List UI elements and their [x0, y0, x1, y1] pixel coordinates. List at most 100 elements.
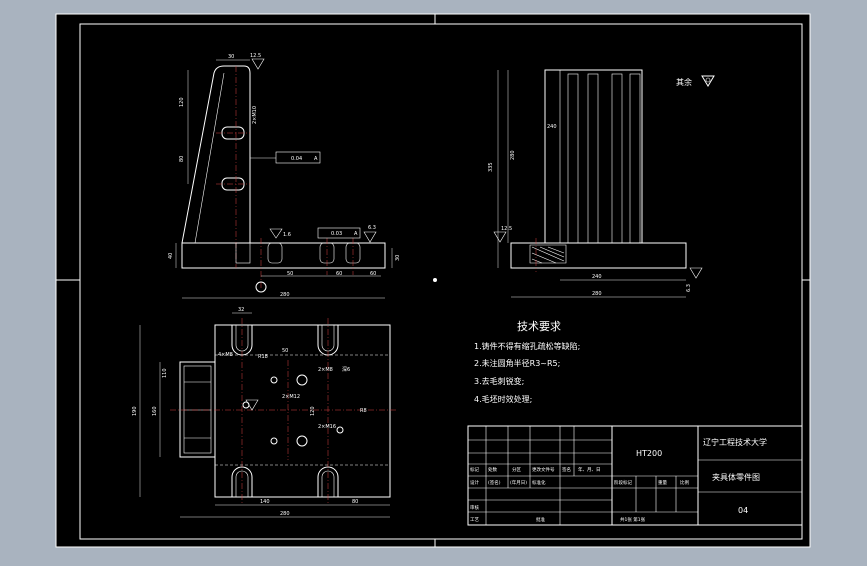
top-dim-h1: 50: [282, 348, 288, 354]
front-dim-ra-right: 6.3: [368, 225, 376, 231]
top-dim-w3: 80: [352, 499, 358, 505]
technical-notes: 技术要求 1.铸件不得有缩孔疏松等缺陷; 2.未注圆角半径R3~R5; 3.去毛…: [474, 320, 580, 404]
front-dim-top: 30: [228, 54, 234, 60]
top-hole-b: [270, 376, 278, 384]
tb-design-label-2: (签名): [488, 479, 501, 486]
note-item-2: 2.未注圆角半径R3~R5;: [474, 358, 560, 368]
side-ra-symbol: [689, 267, 703, 279]
front-slot-1: [235, 242, 251, 264]
front-dim-ra-left: 1.6: [283, 232, 291, 238]
front-dim-base-h2: 30: [395, 255, 401, 261]
top-slot-se-inner: [321, 470, 335, 497]
sheet-center-dot: [433, 278, 437, 282]
sheet-border: [55, 13, 811, 548]
tb-part-name: 夹具体零件图: [712, 472, 760, 482]
tb-row-label-6: 年、月、日: [578, 466, 601, 473]
top-hole-c: [296, 435, 308, 447]
front-dim-b1: 50: [287, 271, 293, 277]
top-dim-hole3: 2×M12: [282, 394, 300, 400]
front-tol2-ref: A: [354, 231, 358, 237]
tb-audit-label: 审核: [470, 504, 479, 511]
side-hatch: [531, 246, 565, 264]
side-view: 335 280 240 240 280 6.3 12.5 其余: [488, 69, 715, 298]
tb-row-label-5: 签名: [562, 466, 571, 473]
top-dim-h4: 110: [162, 368, 168, 378]
notes-title: 技术要求: [517, 320, 561, 333]
front-dim-h1: 120: [179, 97, 185, 107]
front-ra-left-symbol: [269, 228, 283, 239]
side-groove-4: [629, 73, 641, 244]
front-rib-line: [194, 72, 225, 244]
tb-drawing-no: 04: [738, 506, 748, 515]
inner-frame: [79, 23, 803, 540]
side-dim-ra-left: 12.5: [501, 226, 512, 232]
front-dim-ra-top: 12.5: [250, 53, 261, 59]
side-dim-total: 280: [592, 291, 602, 297]
tb-row-label-3: 分区: [512, 466, 521, 473]
front-tol1-ref: A: [314, 156, 318, 162]
side-dim-inner-label: 240: [547, 124, 557, 130]
tb-stage-label-2: 重量: [658, 479, 667, 486]
front-tol1-frame: [275, 151, 321, 164]
top-dim-r2: R8: [360, 408, 367, 414]
front-tol2: 0.03: [331, 231, 342, 237]
front-slot-2: [267, 242, 283, 264]
title-block: 标记 处数 分区 更改文件号 签名 年、月、日 设计 (签名) (年月日) 标准…: [467, 425, 803, 526]
note-item-1: 1.铸件不得有缩孔疏松等缺陷;: [474, 341, 580, 351]
front-dim-b3: 60: [370, 271, 376, 277]
tb-material: HT200: [636, 449, 662, 458]
front-dim-hole: 2×M10: [252, 106, 258, 124]
front-base-plate: [181, 242, 386, 269]
side-section: [529, 244, 567, 264]
top-hole-a: [296, 374, 308, 386]
side-dim-inner: 240: [592, 274, 602, 280]
side-dim-h: 335: [488, 162, 494, 172]
side-ra-left-symbol: [493, 231, 507, 243]
front-upright: [181, 65, 251, 244]
roughness-rest-circle: [705, 77, 711, 83]
tb-process-label: 工艺: [470, 517, 479, 523]
title-block-frame: [467, 425, 803, 526]
tb-stage-label-1: 阶段标记: [614, 479, 632, 486]
tb-design-label-1: 设计: [470, 479, 479, 486]
top-hole-d: [270, 437, 278, 445]
note-item-3: 3.去毛刺锐变;: [474, 376, 524, 386]
front-ra-top-symbol: [251, 58, 265, 70]
top-dim-total: 280: [280, 511, 290, 517]
tb-design-label-4: 标准化: [532, 479, 546, 486]
top-dim-h3: 160: [152, 406, 158, 416]
top-dim-w2: 140: [260, 499, 270, 505]
top-upright-outline: [179, 361, 216, 458]
top-dim-hole4: 2×M16: [318, 424, 336, 430]
front-dim-base-h: 40: [168, 253, 174, 259]
top-upright-inner: [183, 365, 212, 454]
tb-row-label-4: 更改文件号: [532, 466, 555, 473]
tb-row-label-2: 处数: [488, 466, 497, 473]
front-tol2-frame: [317, 227, 361, 239]
side-dim-h2: 280: [510, 150, 516, 160]
note-item-4: 4.毛坯时效处理;: [474, 394, 532, 404]
top-dim-h5: 120: [310, 406, 316, 416]
roughness-rest-symbol: [701, 75, 715, 87]
tb-school: 辽宁工程技术大学: [703, 437, 767, 447]
tb-row-label-1: 标记: [470, 466, 479, 473]
top-dim-hole2: 2×M8: [318, 367, 333, 373]
side-groove-3: [611, 73, 623, 244]
tb-design-label-3: (年月日): [510, 479, 527, 486]
side-dim-ra: 6.3: [686, 284, 692, 292]
side-groove-1: [567, 73, 579, 244]
front-dim-b2: 60: [336, 271, 342, 277]
front-dim-total: 280: [280, 292, 290, 298]
tb-sheets: 共1张 第1张: [620, 516, 646, 523]
front-tol1: 0.04: [291, 156, 302, 162]
tb-approve-label: 批准: [536, 516, 545, 523]
top-dim-w1: 32: [238, 307, 244, 313]
top-ra-symbol: [245, 399, 259, 411]
top-dim-depth: 深6: [342, 366, 350, 373]
roughness-rest-label: 其余: [676, 77, 692, 87]
top-dim-h2: 190: [132, 406, 138, 416]
top-hole-f: [336, 426, 344, 434]
top-slot-sw-inner: [235, 470, 249, 497]
